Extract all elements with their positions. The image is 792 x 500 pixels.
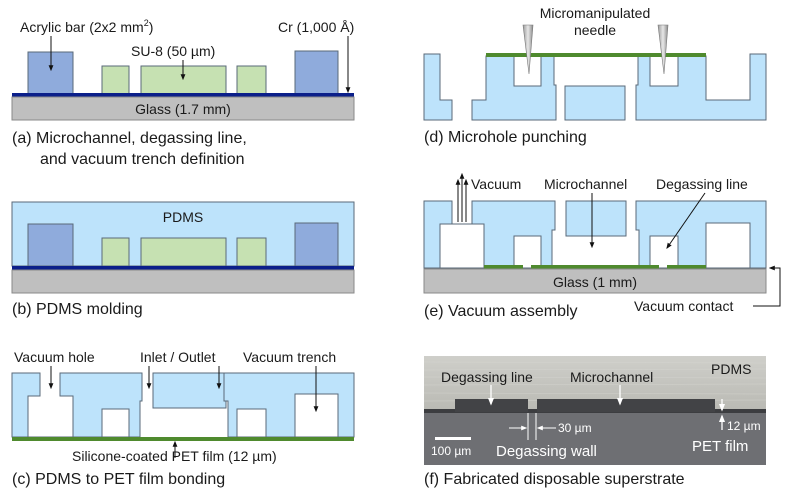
panel-f: Degassing line Microchannel PDMS 12 µm 3… — [423, 356, 767, 488]
su8-degassing-right — [236, 65, 267, 95]
pet-film-seg3 — [667, 265, 706, 269]
label-acrylic-bar: Acrylic bar (2x2 mm2) — [20, 18, 153, 35]
pdms-microchannel-roof — [152, 372, 227, 409]
label-needle-line2: needle — [574, 22, 616, 38]
label-glass: Glass (1 mm) — [553, 274, 637, 290]
acrylic-bar-right — [294, 222, 339, 267]
panel-d: Micromanipulated needle (d) Microhole pu… — [423, 5, 767, 146]
label-chromium: Cr (1,000 Å) — [278, 19, 354, 35]
label-vacuum-trench: Vacuum trench — [243, 349, 336, 365]
pet-film — [12, 437, 354, 441]
su8-degassing-left — [101, 65, 130, 95]
label-inlet-outlet: Inlet / Outlet — [140, 349, 216, 365]
label-vacuum-contact: Vacuum contact — [634, 298, 733, 314]
degassing-line-left — [101, 408, 130, 438]
chromium-layer — [12, 266, 354, 270]
glass-substrate — [423, 268, 767, 294]
pet-film-seg1 — [484, 265, 523, 269]
caption-d: (d) Microhole punching — [424, 129, 587, 146]
caption-b: (b) PDMS molding — [12, 301, 143, 318]
vacuum-trench — [705, 222, 751, 269]
caption-f: (f) Fabricated disposable superstrate — [424, 471, 685, 488]
label-scale-bar: 100 µm — [431, 444, 471, 458]
arrow-degassing-line — [666, 192, 706, 249]
pdms-piece-center — [564, 85, 626, 121]
degassing-line-right — [649, 235, 679, 269]
caption-a-line2: and vacuum trench definition — [40, 151, 245, 168]
caption-c: (c) PDMS to PET film bonding — [12, 471, 225, 488]
pdms-piece-left — [423, 53, 453, 121]
label-degassing-line: Degassing line — [441, 369, 533, 385]
vacuum-hole — [439, 223, 485, 269]
needle-left-icon — [522, 24, 534, 75]
label-pdms: PDMS — [711, 361, 751, 377]
degassing-line-left — [513, 235, 542, 269]
su8-degassing-right — [236, 237, 267, 267]
label-needle-line1: Micromanipulated — [540, 5, 651, 21]
label-pdms: PDMS — [163, 209, 203, 225]
label-glass: Glass (1.7 mm) — [135, 101, 231, 117]
panel-b: PDMS (b) PDMS molding — [11, 201, 355, 318]
chromium-layer — [12, 93, 354, 97]
scale-bar — [435, 437, 471, 440]
label-pet-film: PET film — [692, 438, 748, 455]
photo-microchannel — [537, 399, 715, 412]
acrylic-bar-left — [27, 223, 74, 267]
arrow-vacuum-contact — [753, 265, 781, 307]
label-vacuum: Vacuum — [471, 176, 521, 192]
pet-film-seg2 — [531, 265, 659, 269]
label-film-thickness: 12 µm — [727, 419, 761, 433]
label-microchannel: Microchannel — [544, 176, 627, 192]
label-su8: SU-8 (50 µm) — [131, 43, 215, 59]
panel-c: Vacuum hole Inlet / Outlet Vacuum trench… — [11, 349, 355, 488]
su8-degassing-left — [101, 237, 130, 267]
label-degassing-wall: Degassing wall — [496, 443, 597, 460]
label-wall-width: 30 µm — [558, 421, 592, 435]
glass-substrate — [11, 96, 355, 121]
needle-right-icon — [657, 24, 669, 75]
label-pet-film: Silicone-coated PET film (12 µm) — [72, 448, 277, 464]
glass-substrate — [11, 269, 355, 294]
panel-e: Vacuum Microchannel Degassing line Glass… — [423, 172, 781, 320]
label-degassing-line: Degassing line — [656, 176, 748, 192]
pet-film — [486, 53, 706, 57]
caption-e: (e) Vacuum assembly — [424, 303, 578, 320]
panel-a: Acrylic bar (2x2 mm2) SU-8 (50 µm) Cr (1… — [11, 18, 355, 168]
label-microchannel: Microchannel — [570, 369, 653, 385]
label-vacuum-hole: Vacuum hole — [14, 349, 95, 365]
degassing-line-right — [236, 408, 267, 438]
caption-a-line1: (a) Microchannel, degassing line, — [12, 130, 247, 147]
su8-microchannel — [140, 237, 227, 267]
photo-pet-region — [424, 411, 766, 465]
acrylic-bar-right — [294, 50, 339, 95]
pdms-microchannel-roof — [565, 200, 627, 237]
